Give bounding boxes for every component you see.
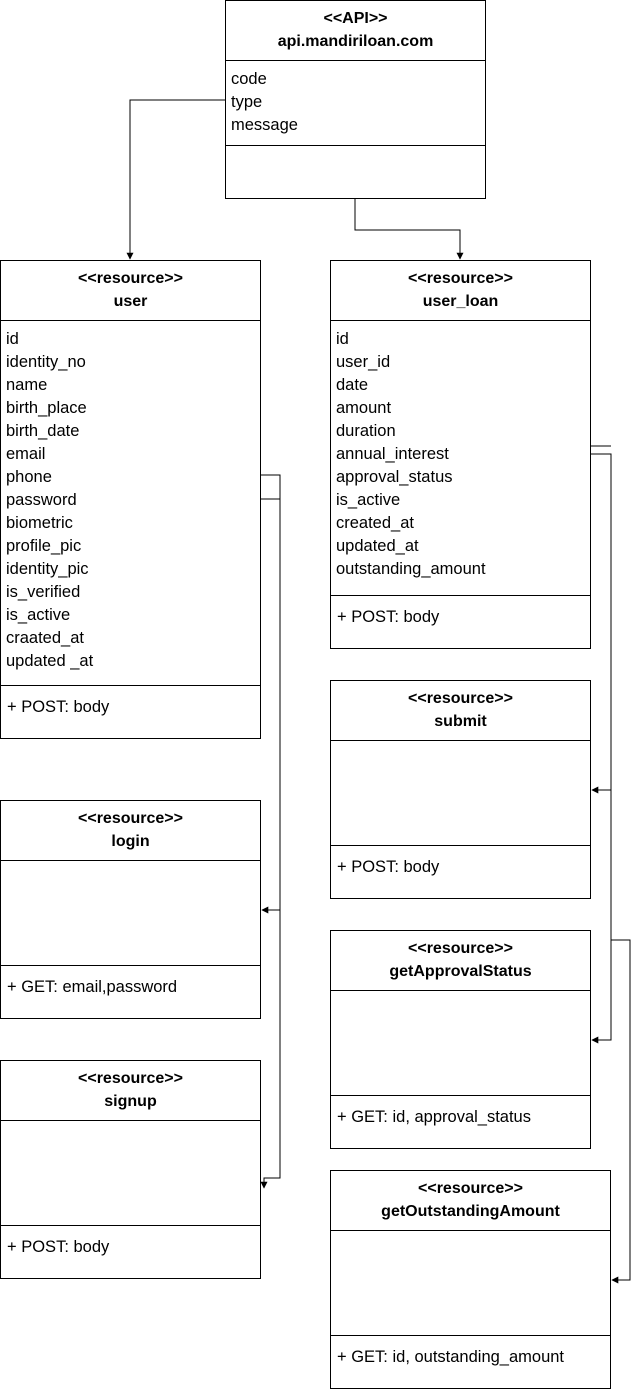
api-class-box[interactable]: <<API>> api.mandiriloan.com code type me…: [225, 0, 486, 199]
signup-name: signup: [104, 1093, 157, 1110]
get-approval-status-stereotype: <<resource>>: [408, 940, 513, 957]
connector-user-stub: [261, 474, 281, 500]
user-loan-operation: + POST: body: [337, 608, 440, 626]
connector-user-to-signup: [260, 910, 281, 1189]
attribute: approval_status: [336, 468, 453, 486]
user-loan-stereotype: <<resource>>: [408, 270, 513, 287]
attribute: is_active: [336, 491, 401, 509]
signup-class-box[interactable]: <<resource>> signup + POST: body: [0, 1060, 261, 1279]
get-approval-status-name: getApprovalStatus: [389, 963, 532, 980]
attribute: is_active: [6, 606, 71, 624]
signup-operations-divider: [1, 1225, 260, 1226]
attribute: message: [231, 116, 298, 134]
submit-operation: + POST: body: [337, 858, 440, 876]
user-loan-operations-divider: [331, 595, 590, 596]
attribute: amount: [336, 399, 392, 417]
submit-class-header: <<resource>> submit: [331, 681, 590, 741]
user-class-box[interactable]: <<resource>> user id identity_no name bi…: [0, 260, 261, 739]
api-operations-divider: [226, 145, 485, 146]
connector-loan-to-outstanding: [611, 939, 631, 1284]
api-class-header: <<API>> api.mandiriloan.com: [226, 1, 485, 61]
api-name: api.mandiriloan.com: [277, 33, 434, 50]
connector-loan-to-approval: [591, 790, 612, 1044]
submit-operations-divider: [331, 845, 590, 846]
user-loan-attributes: id user_id date amount duration annual_i…: [331, 321, 590, 581]
user-attributes: id identity_no name birth_place birth_da…: [1, 321, 260, 673]
attribute: profile_pic: [6, 537, 82, 555]
get-outstanding-amount-class-header: <<resource>> getOutstandingAmount: [331, 1171, 610, 1231]
attribute: id: [6, 330, 19, 348]
attribute: biometric: [6, 514, 73, 532]
user-loan-name: user_loan: [422, 293, 499, 310]
login-operation: + GET: email,password: [7, 978, 178, 996]
attribute: annual_interest: [336, 445, 449, 463]
login-class-header: <<resource>> login: [1, 801, 260, 861]
attribute: user_id: [336, 353, 391, 371]
attribute: updated _at: [6, 652, 94, 670]
get-outstanding-amount-name: getOutstandingAmount: [381, 1203, 560, 1220]
signup-stereotype: <<resource>>: [78, 1070, 183, 1087]
connector-user-to-login: [261, 499, 281, 914]
user-stereotype: <<resource>>: [78, 270, 183, 287]
submit-name: submit: [434, 713, 487, 730]
attribute: date: [336, 376, 369, 394]
get-outstanding-amount-operations-divider: [331, 1335, 610, 1336]
attribute: email: [6, 445, 46, 463]
attribute: phone: [6, 468, 52, 486]
get-approval-status-operation: + GET: id, approval_status: [337, 1108, 531, 1126]
attribute: updated_at: [336, 537, 419, 555]
submit-stereotype: <<resource>>: [408, 690, 513, 707]
user-loan-class-header: <<resource>> user_loan: [331, 261, 590, 321]
attribute: birth_place: [6, 399, 87, 417]
user-class-header: <<resource>> user: [1, 261, 260, 321]
attribute: duration: [336, 422, 396, 440]
user-operations-divider: [1, 685, 260, 686]
submit-class-box[interactable]: <<resource>> submit + POST: body: [330, 680, 591, 899]
get-approval-status-class-box[interactable]: <<resource>> getApprovalStatus + GET: id…: [330, 930, 591, 1149]
attribute: identity_no: [6, 353, 86, 371]
login-operations-divider: [1, 965, 260, 966]
attribute: name: [6, 376, 48, 394]
attribute: craated_at: [6, 629, 84, 647]
attribute: type: [231, 93, 263, 111]
attribute: outstanding_amount: [336, 560, 486, 578]
attribute: code: [231, 70, 267, 88]
get-outstanding-amount-stereotype: <<resource>>: [418, 1180, 523, 1197]
get-approval-status-operations-divider: [331, 1095, 590, 1096]
login-class-box[interactable]: <<resource>> login + GET: email,password: [0, 800, 261, 1019]
connector-api-to-user: [126, 99, 225, 260]
attribute: password: [6, 491, 77, 509]
login-stereotype: <<resource>>: [78, 810, 183, 827]
signup-class-header: <<resource>> signup: [1, 1061, 260, 1121]
signup-operation: + POST: body: [7, 1238, 110, 1256]
attribute: identity_pic: [6, 560, 89, 578]
attribute: id: [336, 330, 349, 348]
user-name: user: [113, 293, 148, 310]
connector-api-to-user-loan: [354, 198, 464, 260]
connector-loan-to-submit: [591, 453, 612, 794]
attribute: is_verified: [6, 583, 81, 601]
attribute: created_at: [336, 514, 414, 532]
user-operation: + POST: body: [7, 698, 110, 716]
api-stereotype: <<API>>: [323, 10, 388, 27]
get-outstanding-amount-operation: + GET: id, outstanding_amount: [337, 1348, 565, 1366]
get-approval-status-class-header: <<resource>> getApprovalStatus: [331, 931, 590, 991]
user-loan-class-box[interactable]: <<resource>> user_loan id user_id date a…: [330, 260, 591, 649]
login-name: login: [111, 833, 150, 850]
api-attributes: code type message: [226, 61, 485, 137]
attribute: birth_date: [6, 422, 80, 440]
get-outstanding-amount-class-box[interactable]: <<resource>> getOutstandingAmount + GET:…: [330, 1170, 611, 1389]
